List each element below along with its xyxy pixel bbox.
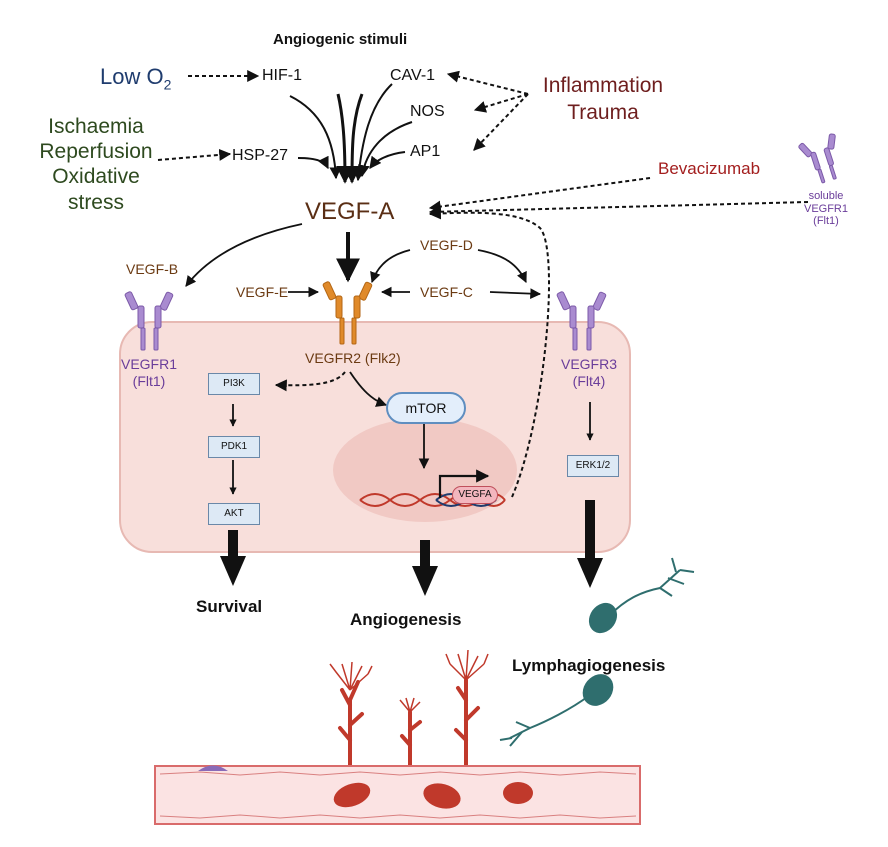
vegfa-gene: VEGFA xyxy=(452,486,498,504)
vegfr1-name: VEGFR1 xyxy=(120,356,177,372)
soluble-label-line3: (Flt1) xyxy=(813,215,839,228)
pdk1-box: PDK1 xyxy=(208,436,260,458)
soluble-vegfr1-receptor xyxy=(798,133,837,184)
stimulus-oxidative: Oxidative xyxy=(52,165,140,189)
ap1-label: AP1 xyxy=(410,143,441,160)
angiogenesis-label: Angiogenesis xyxy=(350,610,462,629)
vegfr2-label: VEGFR2 (Flk2) xyxy=(305,350,401,366)
hif1-label: HIF-1 xyxy=(262,67,302,84)
vegfd-label: VEGF-D xyxy=(420,237,473,253)
diagram-title: Angiogenic stimuli xyxy=(273,31,408,48)
vegfr3-alias: (Flt4) xyxy=(572,372,606,389)
convergence-arrows xyxy=(289,83,413,184)
vegfb-label: VEGF-B xyxy=(126,261,179,277)
soluble-label-line2: VEGFR1 xyxy=(803,202,848,215)
soluble-vegfr1-label: soluble VEGFR1 (Flt1) xyxy=(800,190,852,228)
vegfr3-name: VEGFR3 xyxy=(560,356,617,372)
stimulus-trauma: Trauma xyxy=(567,101,639,125)
vegfr1-receptor xyxy=(124,291,174,351)
pericyte xyxy=(198,765,228,771)
sprouting-vessels xyxy=(338,678,480,768)
vegfe-label: VEGF-E xyxy=(236,284,289,300)
inflammation-stimuli: Inflammation Trauma xyxy=(535,72,671,127)
vessel-wall-cells xyxy=(159,771,637,819)
akt-box: AKT xyxy=(208,503,260,525)
mtor-node: mTOR xyxy=(386,392,466,424)
red-blood-cells xyxy=(333,782,533,809)
ischaemia-stimuli: Ischaemia Reperfusion Oxidative stress xyxy=(34,114,158,215)
vegfa-label: VEGF-A xyxy=(305,198,395,225)
cav1-label: CAV-1 xyxy=(390,67,436,84)
hsp27-label: HSP-27 xyxy=(232,147,289,164)
ligand-arrows xyxy=(185,223,594,495)
pi3k-box: PI3K xyxy=(208,373,260,395)
survival-label: Survival xyxy=(196,597,263,616)
vegfr1-alias: (Flt1) xyxy=(132,372,166,389)
lymphatic-cells xyxy=(499,557,695,747)
lymphangiogenesis-label: Lymphagiogenesis xyxy=(512,656,666,675)
outcome-arrows xyxy=(220,500,603,596)
low-o2-subscript: 2 xyxy=(163,76,172,93)
stimulus-stress: stress xyxy=(67,190,124,214)
stimulus-inflammation: Inflammation xyxy=(542,74,664,97)
vegfc-label: VEGF-C xyxy=(420,284,473,300)
nucleus xyxy=(333,418,517,522)
lymphatic-cell-upper xyxy=(588,602,618,634)
stimulus-reperfusion: Reperfusion xyxy=(39,140,153,164)
low-o2-text: Low O xyxy=(100,64,164,89)
lymphatic-cell-lower xyxy=(582,674,614,706)
vegfr2-receptor xyxy=(322,281,373,345)
erk-box: ERK1/2 xyxy=(567,455,619,477)
stimulus-ischaemia: Ischaemia xyxy=(48,115,144,138)
bevacizumab-label: Bevacizumab xyxy=(658,159,761,178)
blood-vessel xyxy=(154,765,641,825)
vegfr1-label: VEGFR1 (Flt1) xyxy=(118,356,180,390)
vegfr3-label: VEGFR3 (Flt4) xyxy=(558,356,620,390)
vegfr3-receptor xyxy=(556,291,607,351)
soluble-label-line1: soluble xyxy=(808,190,844,202)
nos-label: NOS xyxy=(410,103,445,120)
low-o2-label: Low O2 xyxy=(100,64,172,93)
stimulus-arrows xyxy=(157,70,809,498)
capillary-tips xyxy=(329,649,489,713)
